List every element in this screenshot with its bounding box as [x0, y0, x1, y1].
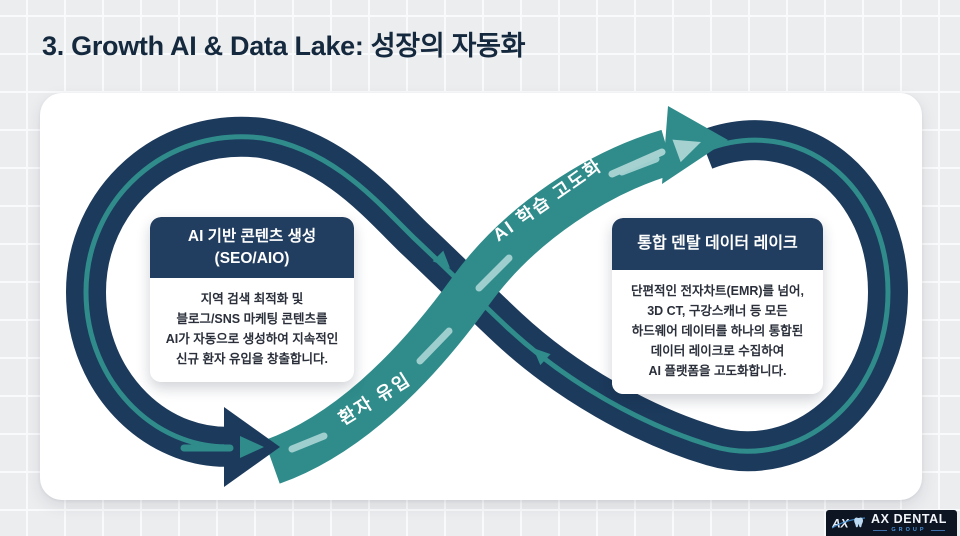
stripe-arrow-up-icon: [533, 348, 551, 366]
card-ai-content-title: AI 기반 콘텐츠 생성 (SEO/AIO): [150, 217, 354, 279]
card-data-lake: 통합 덴탈 데이터 레이크 단편적인 전자차트(EMR)를 넘어, 3D CT,…: [612, 218, 823, 395]
stripe-arrow-down-icon: [432, 250, 450, 268]
ribbon-arrow-shaft: [608, 148, 666, 178]
logo-dash-right: [930, 529, 945, 531]
logo-text-block: AX DENTAL GROUP: [871, 513, 947, 533]
company-logo: AX AX DENTAL GROUP: [826, 510, 957, 536]
growth-ribbon: [263, 129, 675, 484]
logo-sub-text: GROUP: [891, 526, 927, 533]
ribbon-inner-arrow-icon: [672, 139, 701, 163]
card-data-lake-body: 단편적인 전자차트(EMR)를 넘어, 3D CT, 구강스캐너 등 모든 하드…: [612, 270, 823, 395]
card-ai-content: AI 기반 콘텐츠 생성 (SEO/AIO) 지역 검색 최적화 및 블로그/S…: [150, 217, 354, 383]
logo-brand-text: AX DENTAL: [871, 512, 947, 526]
band-inner-arrow-icon: [240, 436, 264, 458]
ax-tooth-icon: AX: [832, 517, 866, 531]
page-title: 3. Growth AI & Data Lake: 성장의 자동화: [42, 31, 526, 61]
tooth-icon: [854, 517, 863, 528]
card-data-lake-title: 통합 덴탈 데이터 레이크: [612, 218, 823, 271]
card-ai-content-body: 지역 검색 최적화 및 블로그/SNS 마케팅 콘텐츠를 AI가 자동으로 생성…: [150, 278, 354, 383]
logo-dash-left: [873, 529, 888, 531]
logo-group-row: GROUP: [873, 526, 945, 534]
